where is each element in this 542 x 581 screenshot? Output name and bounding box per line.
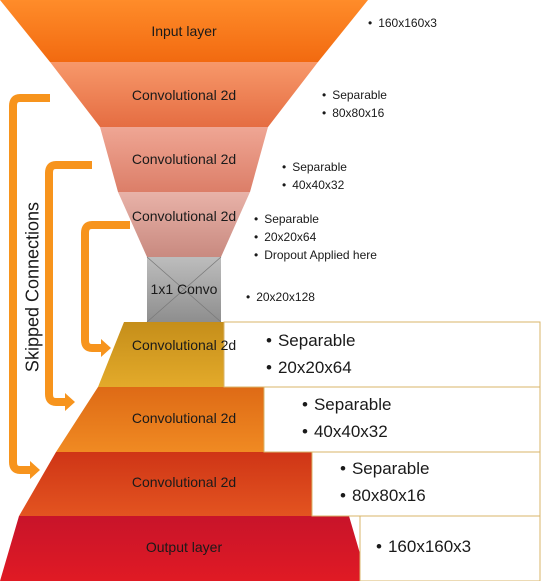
note-text: Separable	[332, 88, 387, 102]
layer-label-dec1: Convolutional 2d	[131, 474, 237, 490]
note-input-0: • 160x160x3	[368, 14, 437, 32]
bullet-icon: •	[282, 178, 287, 192]
bullet-icon: •	[282, 160, 287, 174]
note-enc1-0: • Separable	[322, 86, 387, 104]
skip-arrow-enc1-dec1	[9, 94, 50, 474]
bottleneck-bevel	[146, 256, 222, 323]
note-output-0: • 160x160x3	[376, 533, 471, 560]
layer-label-dec2: Convolutional 2d	[131, 410, 237, 426]
layer-shape-enc3	[118, 192, 250, 257]
note-enc2-1: • 40x40x32	[282, 176, 344, 194]
note-text: Separable	[277, 331, 356, 350]
note-dec1-1: • 80x80x16	[340, 482, 426, 509]
note-bottleneck-0: • 20x20x128	[246, 288, 315, 306]
annotation-box-output	[359, 515, 541, 581]
layer-label-output: Output layer	[145, 539, 223, 555]
note-text: 80x80x16	[351, 486, 426, 505]
layer-shape-input	[0, 0, 368, 62]
layer-label-input: Input layer	[151, 23, 217, 39]
layer-shape-output	[0, 516, 368, 581]
note-dec3-0: • Separable	[266, 327, 355, 354]
note-enc1-1: • 80x80x16	[322, 104, 384, 122]
note-text: 160x160x3	[387, 537, 472, 556]
annotation-box-dec3	[223, 321, 541, 388]
note-dec1-0: • Separable	[340, 455, 429, 482]
bullet-icon: •	[340, 459, 346, 478]
bullet-icon: •	[368, 16, 373, 30]
note-text: 160x160x3	[378, 16, 437, 30]
note-text: Separable	[351, 459, 430, 478]
note-text: Separable	[292, 160, 347, 174]
bullet-icon: •	[246, 290, 251, 304]
bullet-icon: •	[302, 422, 308, 441]
bullet-icon: •	[254, 212, 259, 226]
layer-label-bottleneck: 1x1 Convo	[150, 281, 218, 297]
skip-arrow-enc2-dec2-head	[65, 393, 75, 411]
note-text: 20x20x128	[256, 290, 315, 304]
bullet-icon: •	[322, 106, 327, 120]
note-text: 20x20x64	[264, 230, 317, 244]
note-enc3-1: • 20x20x64	[254, 228, 316, 246]
layer-shape-enc1	[50, 62, 318, 127]
layer-shape-enc2	[100, 127, 268, 192]
note-text: Separable	[264, 212, 319, 226]
note-dec2-1: • 40x40x32	[302, 418, 388, 445]
note-text: 40x40x32	[292, 178, 345, 192]
bullet-icon: •	[254, 230, 259, 244]
bullet-icon: •	[322, 88, 327, 102]
layer-label-enc1: Convolutional 2d	[131, 87, 237, 103]
note-text: Dropout Applied here	[264, 248, 377, 262]
skip-arrow-enc2-dec2	[45, 161, 92, 406]
bullet-icon: •	[254, 248, 259, 262]
annotation-box-dec2	[263, 386, 541, 453]
bullet-icon: •	[376, 537, 382, 556]
note-text: 20x20x64	[277, 358, 352, 377]
bullet-icon: •	[302, 395, 308, 414]
layer-label-enc2: Convolutional 2d	[131, 151, 237, 167]
note-enc3-2: • Dropout Applied here	[254, 246, 377, 264]
layer-shape-dec1	[19, 452, 349, 516]
note-text: Separable	[313, 395, 392, 414]
note-enc2-0: • Separable	[282, 158, 347, 176]
bullet-icon: •	[266, 331, 272, 350]
note-enc3-0: • Separable	[254, 210, 319, 228]
note-text: 40x40x32	[313, 422, 388, 441]
skip-arrow-enc3-dec3-head	[101, 339, 111, 357]
annotation-box-dec1	[311, 451, 541, 517]
layer-label-enc3: Convolutional 2d	[131, 208, 237, 224]
skip-arrow-enc3-dec3	[81, 221, 130, 352]
skip-arrow-enc1-dec1-head	[30, 461, 40, 479]
skip-connections-label: Skipped Connections	[22, 201, 43, 373]
note-dec3-1: • 20x20x64	[266, 354, 352, 381]
bullet-icon: •	[340, 486, 346, 505]
note-dec2-0: • Separable	[302, 391, 391, 418]
bullet-icon: •	[266, 358, 272, 377]
note-text: 80x80x16	[332, 106, 385, 120]
layer-label-dec3: Convolutional 2d	[131, 337, 237, 353]
layer-shape-dec2	[56, 387, 312, 452]
